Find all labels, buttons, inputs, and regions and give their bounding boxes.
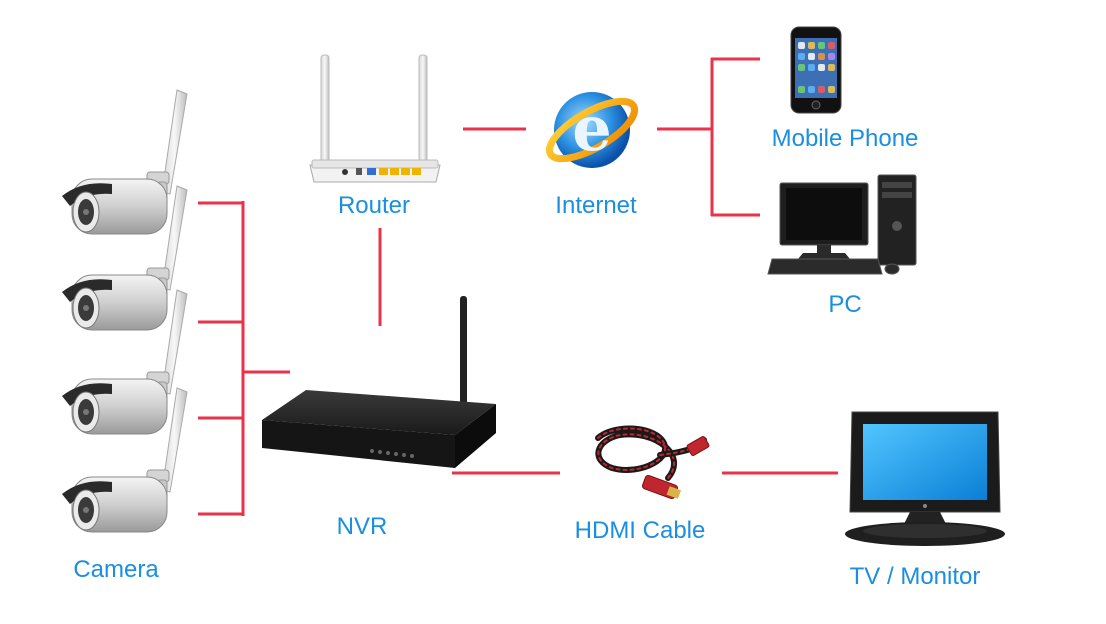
tv-monitor-icon bbox=[845, 411, 1005, 546]
internet-label: Internet bbox=[555, 192, 637, 219]
connector-lines bbox=[198, 57, 838, 516]
bullet-camera-icon bbox=[61, 89, 188, 533]
hdmi-cable-icon bbox=[595, 425, 710, 500]
router-label: Router bbox=[337, 192, 411, 219]
tv-monitor-label: TV / Monitor bbox=[849, 563, 981, 590]
pc-label: PC bbox=[828, 291, 862, 318]
camera-label: Camera bbox=[73, 556, 159, 583]
mobile-phone-label: Mobile Phone bbox=[771, 125, 919, 152]
smartphone-icon bbox=[790, 26, 842, 114]
svg-text:e: e bbox=[572, 92, 611, 165]
wifi-router-icon bbox=[309, 54, 441, 183]
nvr-label: NVR bbox=[336, 513, 388, 540]
desktop-pc-icon bbox=[767, 174, 917, 275]
internet-explorer-icon: e bbox=[545, 92, 639, 168]
nvr-recorder-icon bbox=[262, 296, 496, 468]
hdmi-cable-label: HDMI Cable bbox=[574, 517, 706, 544]
